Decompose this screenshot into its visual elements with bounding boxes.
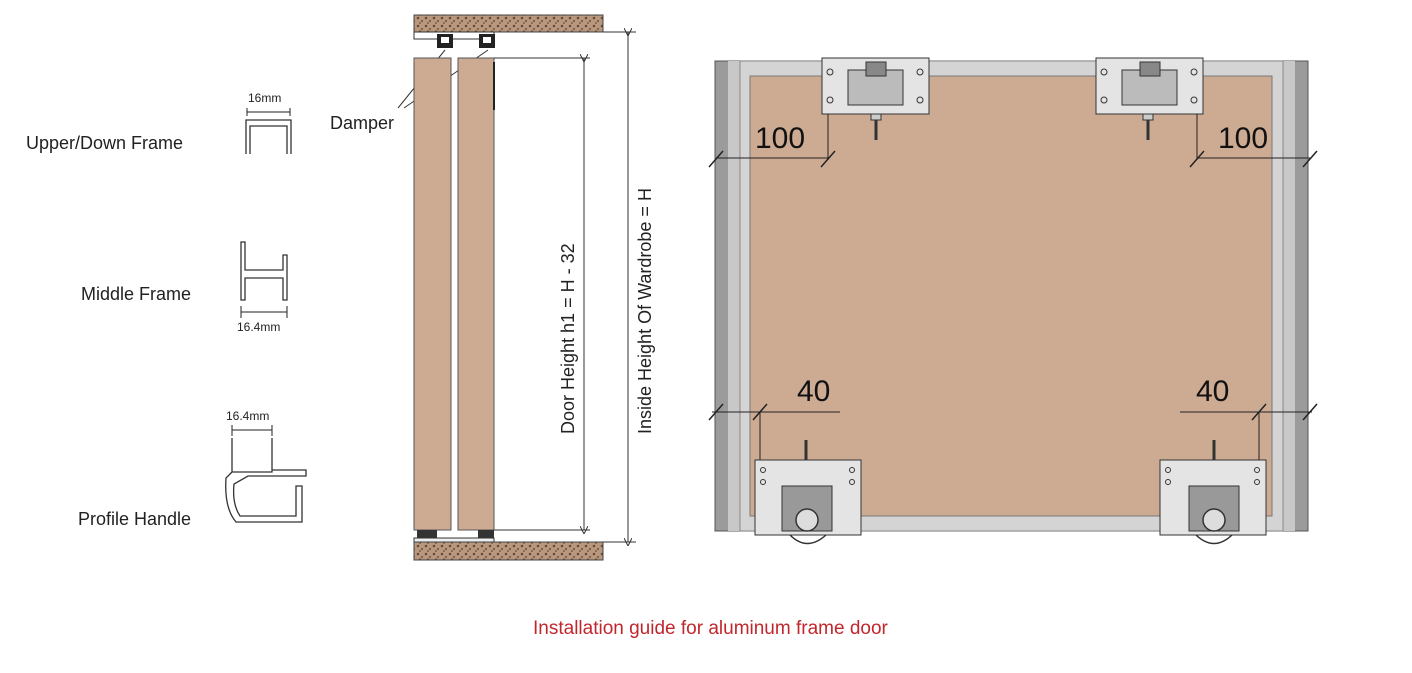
middle-frame-dim: 16.4mm — [237, 320, 280, 334]
profile-upper-down-frame: Upper/Down Frame 16mm — [26, 91, 292, 154]
door-panel-2 — [457, 57, 495, 531]
profile-handle-dim: 16.4mm — [226, 409, 269, 423]
bottom-left-dimension: 40 — [797, 375, 830, 408]
top-ceiling-brick — [413, 14, 604, 33]
top-right-dimension: 100 — [1218, 122, 1268, 155]
profile-handle: Profile Handle 16.4mm — [78, 409, 307, 529]
top-left-roller-hanger — [821, 57, 930, 140]
door-panel-1 — [413, 57, 452, 531]
caption: Installation guide for aluminum frame do… — [533, 618, 889, 639]
u-channel-shape — [245, 119, 292, 154]
damper-label: Damper — [330, 113, 394, 133]
profile-middle-frame: Middle Frame 16.4mm — [81, 241, 288, 334]
profile-handle-label: Profile Handle — [78, 509, 191, 529]
bottom-right-roller — [1159, 440, 1267, 545]
upper-down-frame-label: Upper/Down Frame — [26, 133, 183, 153]
h-profile-shape — [240, 241, 288, 301]
middle-frame-label: Middle Frame — [81, 284, 191, 304]
handle-profile-shape — [225, 438, 307, 523]
bottom-left-roller — [754, 440, 862, 545]
upper-down-frame-dim: 16mm — [248, 91, 281, 105]
section-view: Damper Door Height h1 = H - 32 Inside He… — [330, 14, 655, 561]
door-height-label: Door Height h1 = H - 32 — [558, 243, 578, 434]
bottom-floor-brick — [413, 541, 604, 561]
inside-height-label: Inside Height Of Wardrobe = H — [635, 188, 655, 434]
top-left-dimension: 100 — [755, 122, 805, 155]
bottom-right-dimension: 40 — [1196, 375, 1229, 408]
top-right-roller-hanger — [1095, 57, 1204, 140]
front-view: 100 100 40 40 — [708, 57, 1318, 545]
door-panel-front — [749, 75, 1273, 517]
